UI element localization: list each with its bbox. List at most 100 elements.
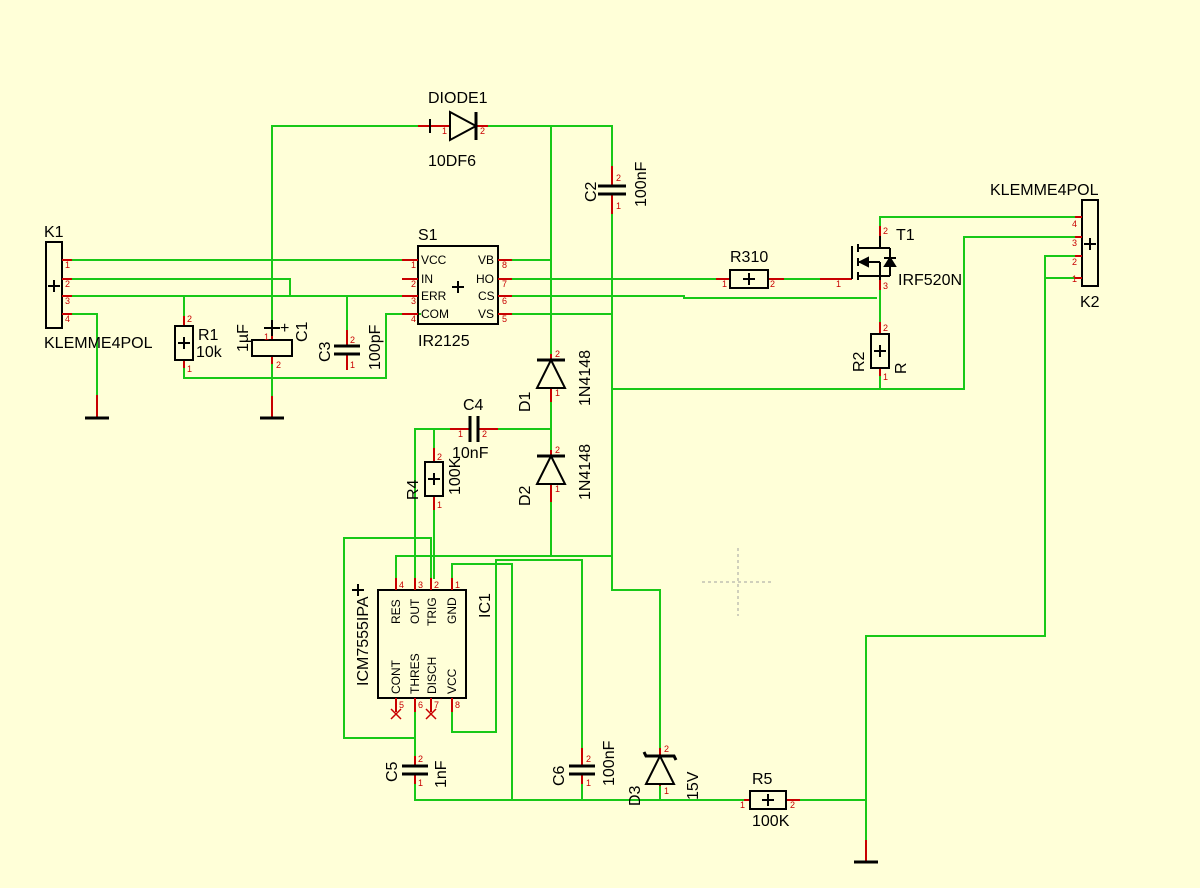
capacitor-c5: 2 1 C5 1nF bbox=[384, 754, 450, 788]
c4-ref: C4 bbox=[463, 397, 484, 414]
t1-pin3: 3 bbox=[883, 281, 888, 291]
t1-value: IRF520N bbox=[898, 272, 962, 289]
k2-pin1: 1 bbox=[1072, 274, 1077, 284]
r5-value: 100K bbox=[752, 813, 790, 830]
ic1-pin-disch: DISCH bbox=[425, 657, 439, 694]
c2-pin2: 2 bbox=[616, 173, 621, 183]
s1-pin-vb: VB bbox=[478, 253, 494, 267]
c5-ref: C5 bbox=[384, 761, 401, 782]
k1-value: KLEMME4POL bbox=[44, 335, 153, 352]
k2-pin4: 4 bbox=[1072, 219, 1077, 229]
s1-pin-ho: HO bbox=[476, 272, 494, 286]
c6-value: 100nF bbox=[601, 740, 618, 786]
wire-s1-cs bbox=[511, 295, 877, 299]
c1-pin2: 2 bbox=[276, 360, 281, 370]
ic1-pin-vcc: VCC bbox=[445, 668, 459, 694]
c4-pin1: 1 bbox=[458, 429, 463, 439]
resistor-r2: 2 1 R2 R bbox=[851, 322, 910, 382]
r310-pin2: 2 bbox=[770, 279, 775, 289]
cursor-crosshair bbox=[702, 548, 772, 616]
resistor-r1: 2 1 R1 10k bbox=[174, 314, 223, 374]
resistor-r4: 2 1 R4 100K bbox=[405, 448, 464, 510]
wire-ic-vcc bbox=[451, 559, 583, 749]
s1-pin-err: ERR bbox=[421, 289, 447, 303]
wire-k2-pins12 bbox=[1044, 255, 1076, 279]
k2-pin3: 3 bbox=[1072, 238, 1077, 248]
c5-value: 1nF bbox=[433, 760, 450, 788]
diode-d2: 2 1 D2 1N4148 bbox=[517, 444, 594, 506]
wire-c4-left bbox=[414, 428, 451, 579]
r1-value: 10k bbox=[196, 344, 223, 361]
capacitor-c3: 2 1 C3 100pF bbox=[317, 324, 384, 370]
ground-symbols bbox=[85, 395, 878, 864]
s1-pin3: 3 bbox=[411, 296, 416, 306]
capacitor-c6: 2 1 C6 100nF bbox=[551, 740, 618, 788]
ic1-value: ICM7555IPA bbox=[355, 596, 372, 686]
s1-pin7: 7 bbox=[502, 279, 507, 289]
ic1-pin3: 3 bbox=[418, 580, 423, 590]
r310-pin1: 1 bbox=[722, 279, 727, 289]
diode1-value: 10DF6 bbox=[428, 153, 476, 170]
r2-pin2: 2 bbox=[883, 323, 888, 333]
wire-t1-drain bbox=[879, 216, 1076, 227]
resistor-r5: 1 2 R5 100K bbox=[740, 771, 800, 830]
s1-pin-com: COM bbox=[421, 307, 449, 321]
diode1: 1 2 DIODE1 10DF6 bbox=[418, 90, 488, 170]
capacitor-c1: 1 2 + C1 1µF bbox=[235, 320, 311, 370]
c1-ref: C1 bbox=[294, 321, 311, 342]
diode1-ref: DIODE1 bbox=[428, 90, 488, 107]
k2-ref: K2 bbox=[1080, 294, 1100, 311]
k1-ref: K1 bbox=[44, 224, 64, 241]
s1-pin1: 1 bbox=[411, 260, 416, 270]
r1-pin2: 2 bbox=[187, 314, 192, 324]
capacitor-c2: 2 1 C2 100nF bbox=[583, 161, 650, 214]
s1-pin8: 8 bbox=[502, 260, 507, 270]
ground-symbol-c1 bbox=[260, 396, 284, 420]
wire-k2-pin3 bbox=[879, 236, 1076, 390]
k1-pin1: 1 bbox=[65, 260, 70, 270]
wire-thres-trig bbox=[343, 537, 432, 739]
ic1-icm7555: RES OUT TRIG GND CONT THRES DISCH VCC 4 … bbox=[352, 578, 494, 720]
r5-pin2: 2 bbox=[790, 800, 795, 810]
ic1-pin7: 7 bbox=[434, 700, 439, 710]
ic1-pin4: 4 bbox=[399, 580, 404, 590]
d2-pin2: 2 bbox=[555, 445, 560, 455]
diode1-pin1: 1 bbox=[442, 126, 447, 136]
d2-pin1: 1 bbox=[555, 484, 560, 494]
ic1-pin8: 8 bbox=[455, 700, 460, 710]
c5-pin1: 1 bbox=[418, 778, 423, 788]
c5-pin2: 2 bbox=[418, 754, 423, 764]
c3-pin2: 2 bbox=[350, 335, 355, 345]
wire-vs-rail bbox=[611, 213, 661, 749]
wire-r1-c1-c3-bottom bbox=[183, 313, 421, 379]
d2-ref: D2 bbox=[517, 485, 534, 506]
r1-ref: R1 bbox=[198, 327, 219, 344]
r4-ref: R4 bbox=[405, 479, 422, 500]
d3-value: 15V bbox=[685, 771, 702, 800]
ic1-pin6: 6 bbox=[418, 700, 423, 710]
s1-pin4: 4 bbox=[411, 314, 416, 324]
r4-value: 100K bbox=[447, 457, 464, 495]
c3-value: 100pF bbox=[367, 324, 384, 370]
k1-pin3: 3 bbox=[65, 296, 70, 306]
c1-polarity: + bbox=[280, 320, 289, 337]
k2-pin2: 2 bbox=[1072, 257, 1077, 267]
ic1-pin-res: RES bbox=[389, 599, 403, 624]
mosfet-t1: 1 2 3 T1 IRF520N bbox=[820, 226, 962, 291]
c1-value: 1µF bbox=[235, 324, 252, 352]
ic1-pin-out: OUT bbox=[408, 598, 422, 624]
d3-pin2: 2 bbox=[664, 744, 669, 754]
k1-pin4: 4 bbox=[65, 314, 70, 324]
ic-s1-ir2125: VCC IN ERR COM VB HO CS VS 1 2 3 4 8 7 6… bbox=[402, 227, 512, 350]
d1-pin1: 1 bbox=[555, 388, 560, 398]
c3-ref: C3 bbox=[317, 341, 334, 362]
r2-pin1: 1 bbox=[883, 372, 888, 382]
s1-pin-vcc: VCC bbox=[421, 253, 447, 267]
wire-diode-to-c2 bbox=[487, 125, 613, 167]
wire-k2-to-gnd bbox=[865, 277, 1046, 841]
diode-d1: 2 1 D1 1N4148 bbox=[517, 349, 594, 412]
t1-pin2: 2 bbox=[883, 226, 888, 236]
t1-ref: T1 bbox=[896, 227, 915, 244]
s1-pin-in: IN bbox=[421, 272, 433, 286]
